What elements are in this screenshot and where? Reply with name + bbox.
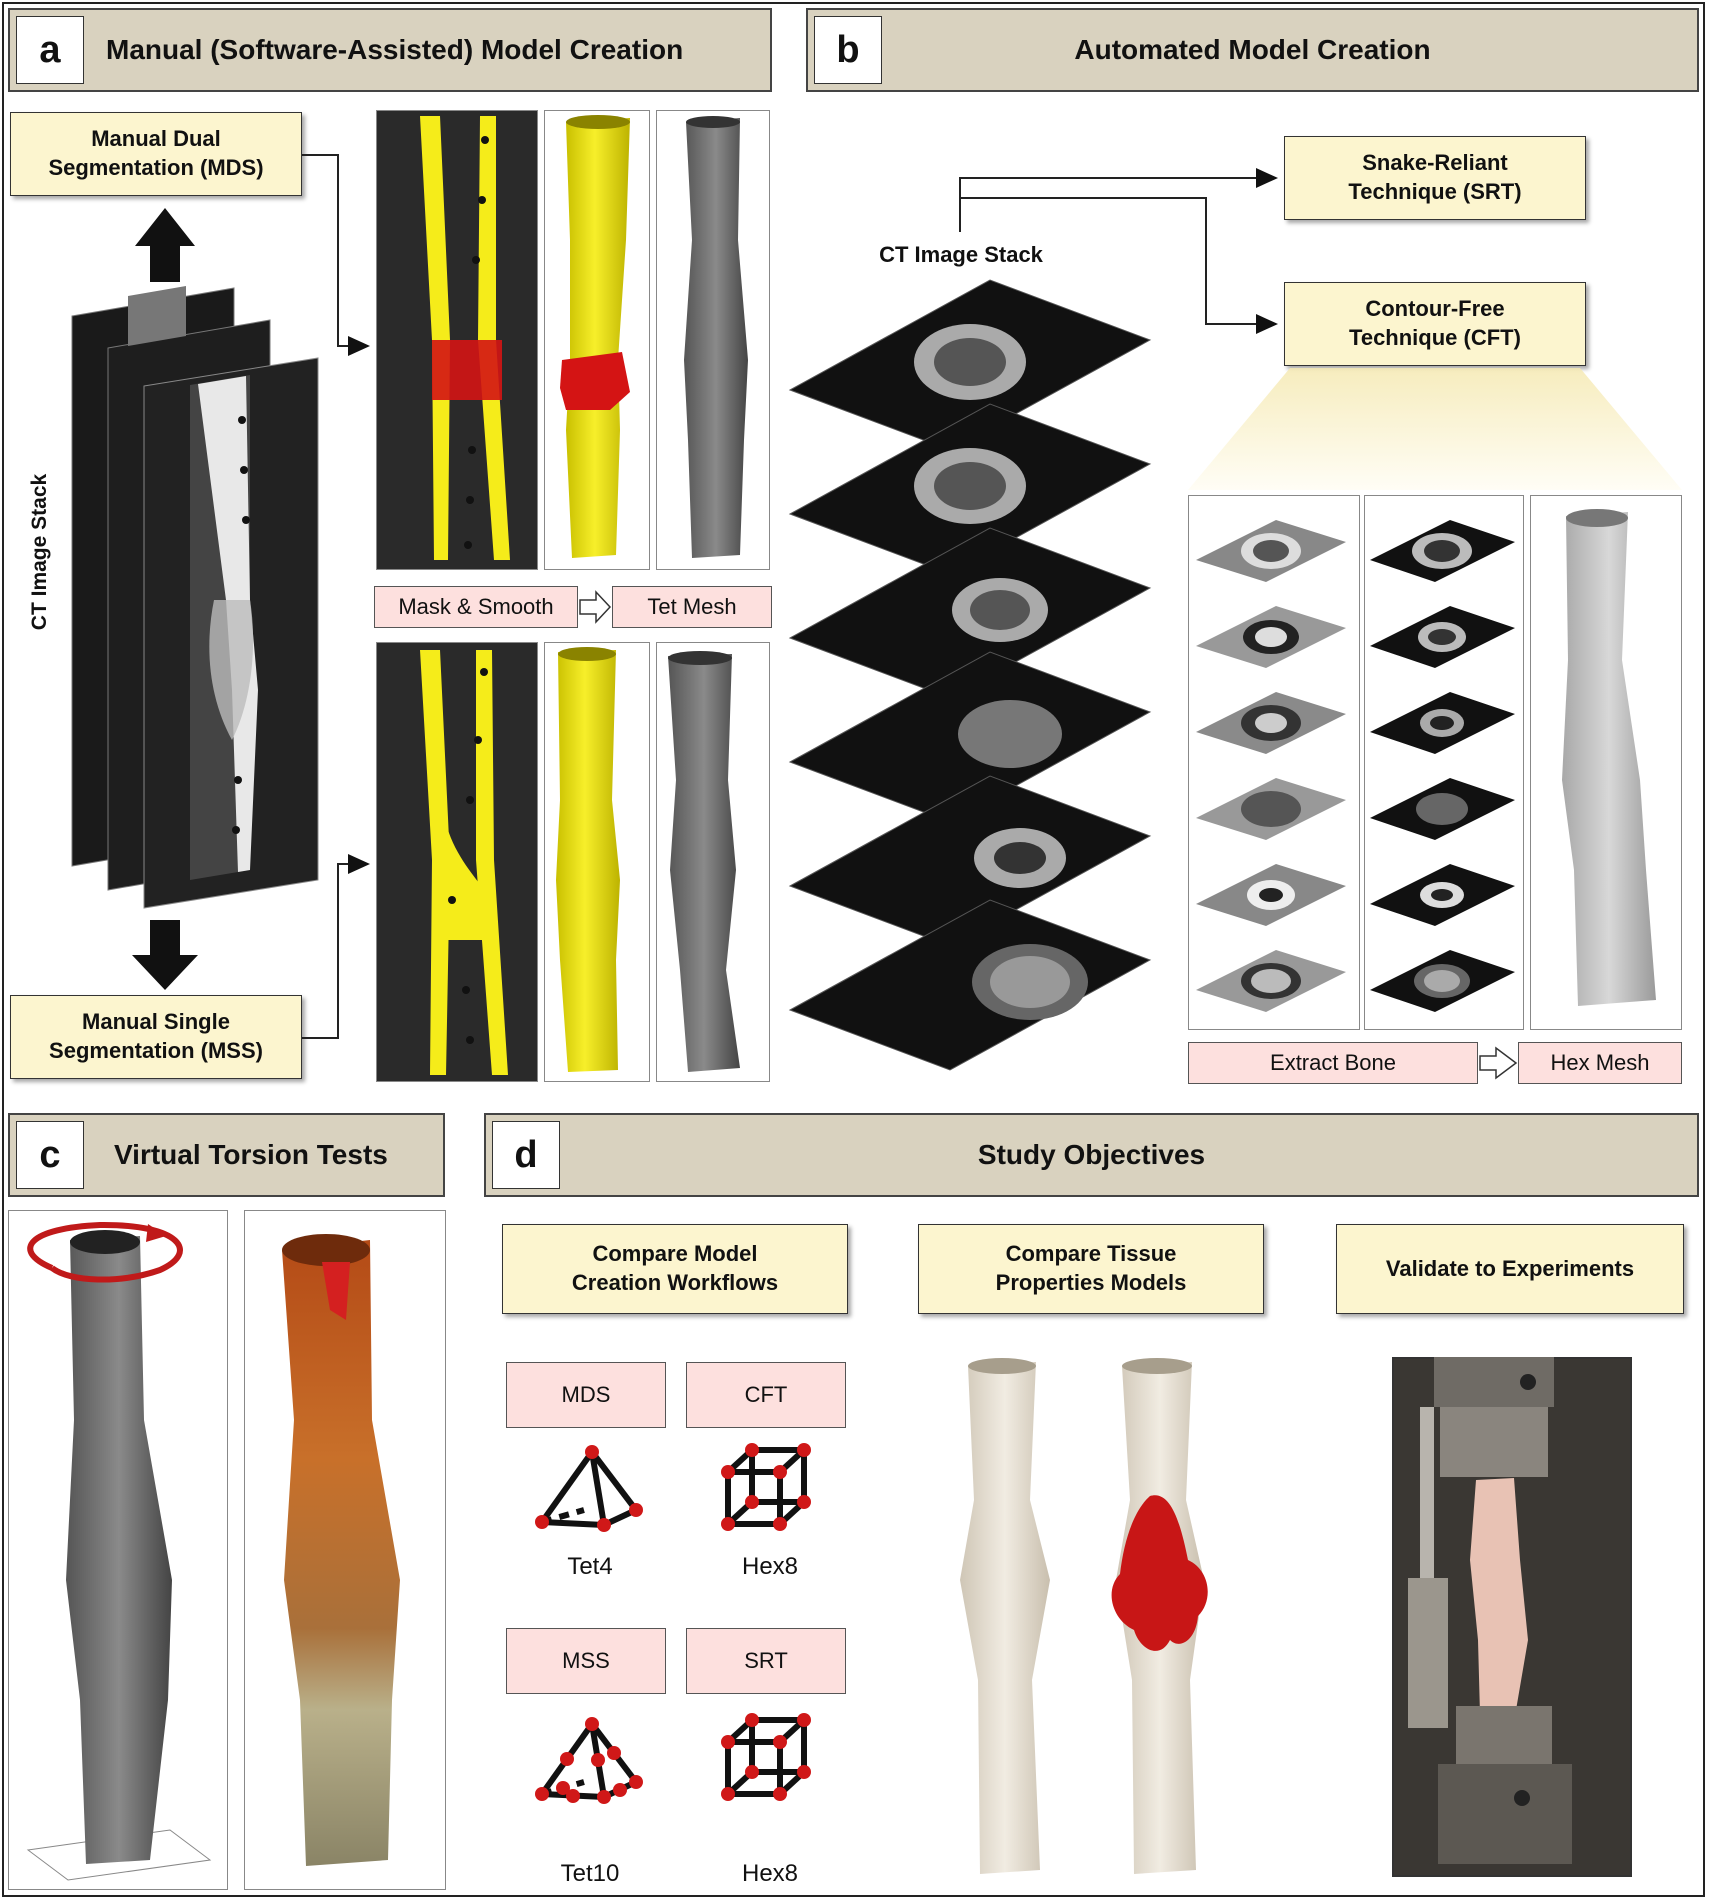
panel-d-letter: d <box>492 1121 560 1189</box>
tet-mesh-step: Tet Mesh <box>612 586 772 628</box>
element-tag-cft: CFT <box>686 1362 846 1428</box>
mss-box: Manual Single Segmentation (MSS) <box>10 995 302 1079</box>
mds-tet-mesh <box>684 116 748 558</box>
mss-surface-model <box>556 647 620 1072</box>
panel-b-title: Automated Model Creation <box>1074 34 1431 65</box>
cft-extracted-slices-image <box>1364 495 1524 1030</box>
mds-box: Manual Dual Segmentation (MDS) <box>10 112 302 196</box>
panel-b-stack-label: CT Image Stack <box>879 242 1043 267</box>
element-tag-mss: MSS <box>506 1628 666 1694</box>
mask-smooth-step: Mask & Smooth <box>374 586 578 628</box>
element-tag-mds: MDS <box>506 1362 666 1428</box>
tet10-nodes <box>535 1717 643 1804</box>
rotation-arrowhead-icon <box>146 1224 166 1242</box>
tissue-bone-callus <box>1111 1358 1208 1874</box>
torsion-result-bone <box>282 1234 400 1866</box>
mss-tet-mesh <box>668 651 740 1072</box>
ct-tilted-slice-stack <box>788 279 1152 1071</box>
hex8-nodes-b <box>721 1713 811 1801</box>
element-type-hex8-b: Hex8 <box>741 1860 799 1887</box>
cft-hex-mesh-bone <box>1562 509 1656 1006</box>
ct-slice-stack <box>71 286 319 909</box>
rotation-arrow-icon <box>27 1221 183 1283</box>
element-type-hex8-a: Hex8 <box>741 1553 799 1580</box>
panel-a-header: a Manual (Software-Assisted) Model Creat… <box>8 8 772 92</box>
torsion-mesh-bone <box>26 1230 212 1881</box>
panel-d-header: d Study Objectives <box>484 1113 1699 1197</box>
element-type-tet10: Tet10 <box>560 1860 620 1887</box>
step-arrow-icon <box>579 590 1518 1080</box>
objective-validate: Validate to Experiments <box>1336 1224 1684 1314</box>
panel-b-header: b Automated Model Creation <box>806 8 1699 92</box>
tet4-element-icon <box>539 1450 639 1528</box>
panel-d-title: Study Objectives <box>977 1139 1206 1170</box>
mss-yellow-bone-mask <box>420 650 508 1075</box>
element-tag-srt: SRT <box>686 1628 846 1694</box>
mds-surface-model <box>560 115 630 558</box>
experiment-test-fixture <box>1408 1357 1572 1864</box>
panel-a-letter: a <box>16 16 84 84</box>
hex8-element-icon-b <box>725 1717 807 1797</box>
srt-box: Snake-Reliant Technique (SRT) <box>1284 136 1586 220</box>
panel-a-title: Manual (Software-Assisted) Model Creatio… <box>106 34 684 65</box>
cft-box: Contour-Free Technique (CFT) <box>1284 282 1586 366</box>
mds-yellow-bone-mask <box>420 116 510 560</box>
extract-bone-step: Extract Bone <box>1188 1042 1478 1084</box>
hex-mesh-step: Hex Mesh <box>1518 1042 1682 1084</box>
up-arrow-icon <box>135 208 195 282</box>
objective-compare-tissue: Compare Tissue Properties Models <box>918 1224 1264 1314</box>
panel-b-connectors <box>959 168 1278 334</box>
hex8-element-icon-a <box>725 1447 807 1527</box>
panel-c-letter: c <box>16 1121 84 1189</box>
tissue-bone-uniform <box>960 1358 1050 1874</box>
cft-raw-slices-image <box>1188 495 1360 1030</box>
panel-c-header: c Virtual Torsion Tests <box>8 1113 445 1197</box>
down-arrow-icon <box>132 920 198 990</box>
objective-compare-workflows: Compare Model Creation Workflows <box>502 1224 848 1314</box>
cft-zoom-fan <box>1188 368 1682 490</box>
tet4-nodes <box>535 1445 643 1532</box>
element-type-tet4: Tet4 <box>567 1553 613 1580</box>
panel-a-connectors <box>302 154 370 1039</box>
cft-slice-thumbnails <box>1196 520 1515 1012</box>
hex8-nodes-a <box>721 1443 811 1531</box>
panel-b-letter: b <box>814 16 882 84</box>
panel-c-title: Virtual Torsion Tests <box>114 1139 388 1170</box>
